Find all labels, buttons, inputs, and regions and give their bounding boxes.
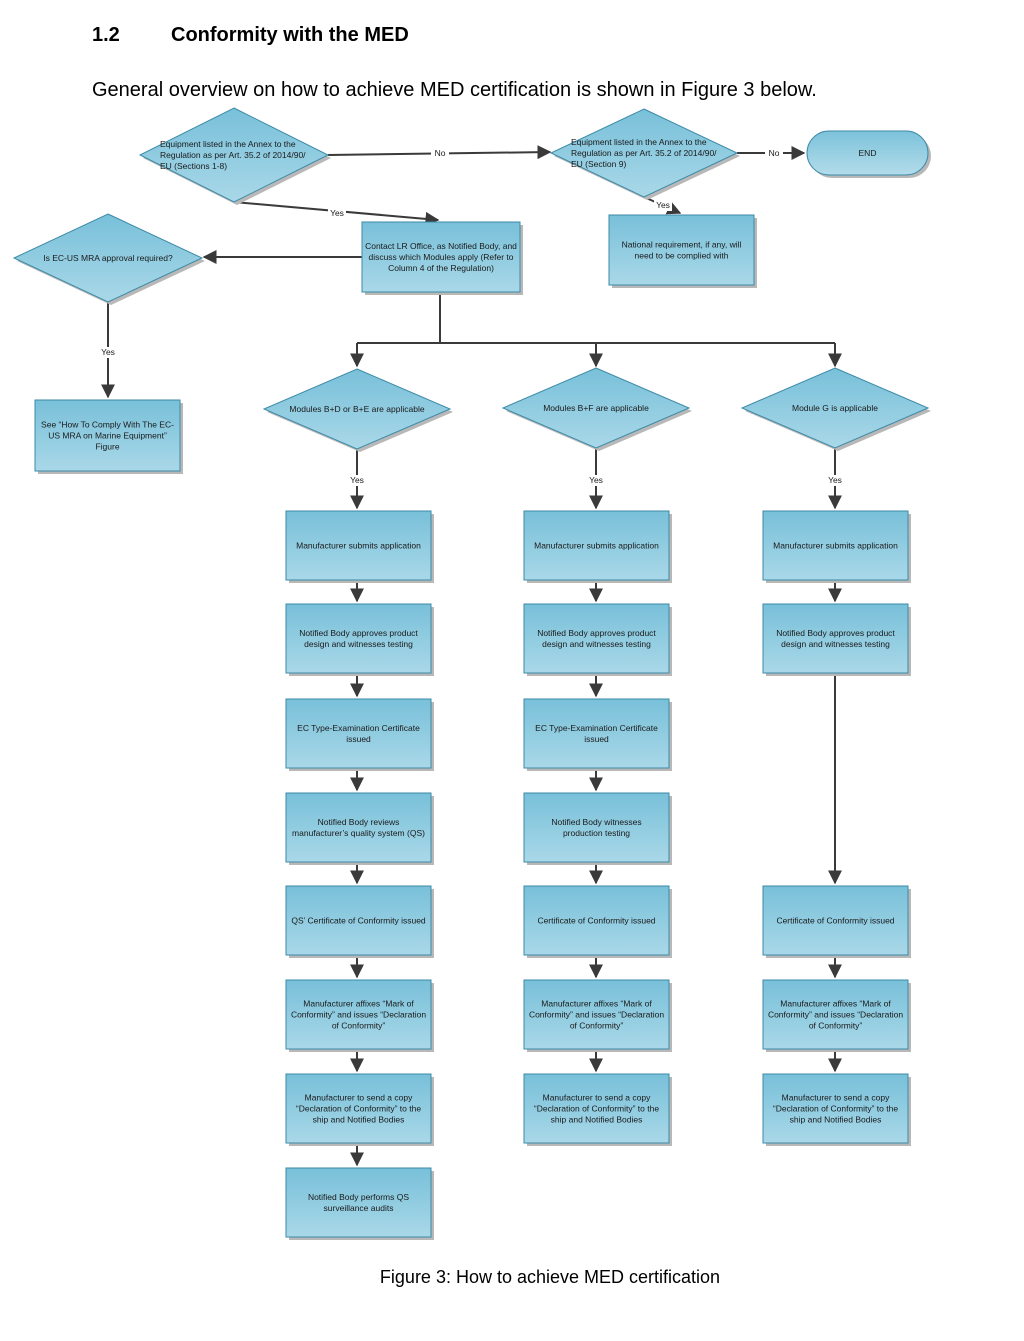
- label-yes-d2: Yes: [654, 200, 672, 211]
- svg-text:Yes: Yes: [656, 200, 670, 210]
- g-cert-box-text: Certificate of Conformity issued: [776, 916, 894, 926]
- module-g-decision: Module G is applicable: [740, 367, 931, 451]
- g-send-declaration-box-text: Manufacturer to send a copy“Declaration …: [773, 1093, 898, 1125]
- bf-submit-application-box: Manufacturer submits application: [523, 510, 672, 583]
- bf-submit-application-box-text: Manufacturer submits application: [534, 541, 659, 551]
- ec-us-mra-decision: Is EC-US MRA approval required?: [12, 213, 205, 305]
- ec-us-mra-decision-text: Is EC-US MRA approval required?: [43, 253, 173, 263]
- svg-text:Yes: Yes: [330, 208, 344, 218]
- modules-bd-be-decision-text: Modules B+D or B+E are applicable: [289, 404, 424, 414]
- module-g-decision-text: Module G is applicable: [792, 403, 878, 413]
- contact-lr-office-box-text: Contact LR Office, as Notified Body, and…: [365, 241, 517, 273]
- bd-submit-application-box-text: Manufacturer submits application: [296, 541, 421, 551]
- bf-cert-box-text: Certificate of Conformity issued: [537, 916, 655, 926]
- svg-text:No: No: [435, 148, 446, 158]
- bd-qs-cert-box: QS’ Certificate of Conformity issued: [285, 885, 434, 958]
- svg-text:No: No: [769, 148, 780, 158]
- label-yes-d1: Yes: [328, 208, 346, 219]
- bf-send-declaration-box-text: Manufacturer to send a copy“Declaration …: [534, 1093, 659, 1125]
- intro-paragraph: General overview on how to achieve MED c…: [92, 79, 817, 101]
- svg-text:Yes: Yes: [828, 475, 842, 485]
- bd-submit-application-box: Manufacturer submits application: [285, 510, 434, 583]
- g-send-declaration-box: Manufacturer to send a copy“Declaration …: [762, 1073, 911, 1146]
- section-number: 1.2: [92, 24, 120, 46]
- label-yes-bd: Yes: [348, 475, 366, 486]
- svg-text:Yes: Yes: [101, 347, 115, 357]
- bf-cert-box: Certificate of Conformity issued: [523, 885, 672, 958]
- svg-text:Yes: Yes: [350, 475, 364, 485]
- contact-lr-office-box: Contact LR Office, as Notified Body, and…: [361, 221, 523, 295]
- modules-bd-be-decision: Modules B+D or B+E are applicable: [262, 368, 453, 452]
- g-submit-application-box: Manufacturer submits application: [762, 510, 911, 583]
- bd-send-declaration-box-text: Manufacturer to send a copy“Declaration …: [296, 1093, 421, 1125]
- svg-text:Yes: Yes: [589, 475, 603, 485]
- modules-bf-decision-text: Modules B+F are applicable: [543, 403, 649, 413]
- see-ec-us-mra-box-text: See “How To Comply With The EC-US MRA on…: [41, 420, 174, 452]
- section-title: Conformity with the MED: [171, 24, 409, 46]
- label-yes-g: Yes: [826, 475, 844, 486]
- modules-bf-decision: Modules B+F are applicable: [501, 367, 692, 451]
- figure-caption: Figure 3: How to achieve MED certificati…: [379, 1267, 721, 1287]
- label-yes-mra: Yes: [99, 347, 117, 358]
- label-no-1: No: [431, 148, 449, 159]
- g-submit-application-box-text: Manufacturer submits application: [773, 541, 898, 551]
- end-terminal-text: END: [859, 148, 877, 158]
- see-ec-us-mra-box: See “How To Comply With The EC-US MRA on…: [34, 399, 183, 474]
- bd-qs-cert-box-text: QS’ Certificate of Conformity issued: [291, 916, 426, 926]
- label-yes-bf: Yes: [587, 475, 605, 486]
- bf-send-declaration-box: Manufacturer to send a copy“Declaration …: [523, 1073, 672, 1146]
- end-terminal: END: [806, 130, 931, 178]
- flow-connectors: [101, 145, 842, 1167]
- label-no-2: No: [765, 148, 783, 159]
- g-cert-box: Certificate of Conformity issued: [762, 885, 911, 958]
- bd-send-declaration-box: Manufacturer to send a copy“Declaration …: [285, 1073, 434, 1146]
